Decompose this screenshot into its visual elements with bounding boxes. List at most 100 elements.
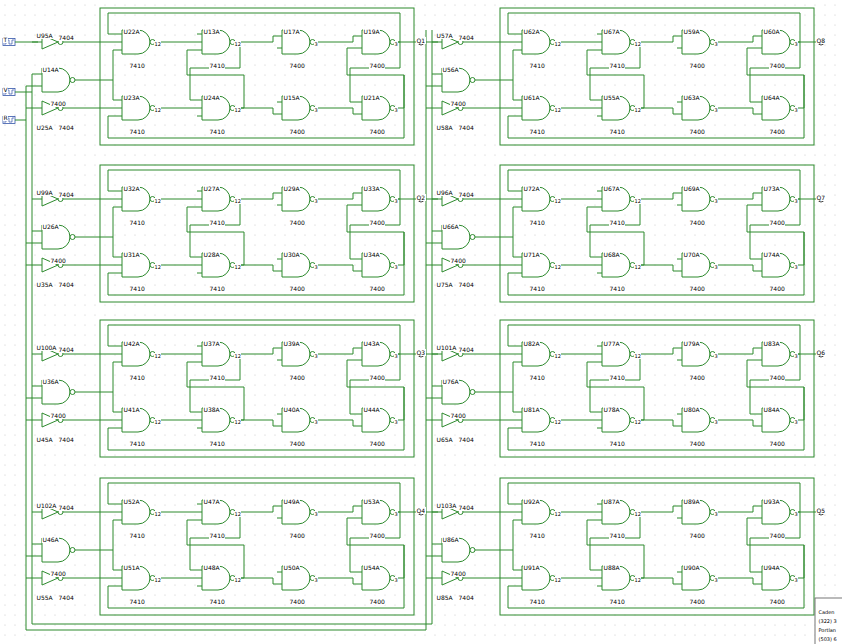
wire [715,420,757,426]
part-name: U19A [363,28,380,35]
part-number: 7404 [58,504,74,511]
wire [315,506,357,512]
wire [432,512,438,513]
wire [32,42,38,43]
input-pin [197,191,202,192]
part-name: U65A [436,436,453,443]
part-number: 7410 [609,219,625,226]
input-pin [757,348,762,349]
part-number: 7410 [609,374,625,381]
part-name: U61A [523,94,540,101]
title-block-text: (322) 3 [818,618,837,624]
part-name-holder: U36A [42,371,59,387]
part-name-holder: U94A [763,557,780,573]
wire [508,387,804,450]
part-number: 7404 [458,34,474,41]
wire [155,42,197,43]
part-number: 7410 [129,128,145,135]
input-pin [357,193,362,194]
wire [108,232,404,295]
bus-wire [32,30,432,624]
wire [395,42,418,43]
wire [587,362,644,420]
part-number: 7410 [209,598,225,605]
inversion-bubble [470,548,475,553]
part-name: U33A [363,185,380,192]
wire [155,199,197,200]
pin-number-holder: 3 [314,33,318,49]
part-number: 7404 [58,281,74,288]
wire [635,578,677,584]
part-name: U21A [363,94,380,101]
part-number-holder: 7400 [689,121,705,137]
part-name-holder: U82A [523,333,540,349]
pin-number-holder: 3 [714,99,718,115]
part-name: U17A [283,28,300,35]
input-pin [597,257,602,258]
part-number-holder: 7410 [529,121,545,137]
input-pin [357,584,362,585]
pin-number-holder: 3 [794,190,798,206]
pin-number: 12 [234,41,241,47]
pin-number-holder: 3 [794,345,798,361]
input-pin [597,199,602,200]
part-name-holder: U55A [603,87,620,103]
wire [235,265,277,271]
part-number: 7410 [129,285,145,292]
wire [235,36,277,42]
part-name: U78A [603,406,620,413]
wire [555,42,597,43]
input-pin [117,570,122,571]
part-name-holder: U53A [363,491,380,507]
wire [108,75,404,138]
input-pin [597,191,602,192]
wire [113,50,117,100]
input-pin [117,362,122,363]
wire [432,354,438,355]
wire [315,108,357,114]
input-pin [757,205,762,206]
part-name: U30A [283,251,300,258]
wire [463,420,517,421]
input-pin [197,116,202,117]
wire [347,360,404,420]
input-pin [517,34,522,35]
wire [715,578,757,584]
pin-number-holder: 3 [314,345,318,361]
part-name: U52A [123,498,140,505]
signal-name: Q8 [816,37,826,44]
pin-number: 12 [154,198,161,204]
pin-number: 3 [714,511,718,517]
part-number-holder: 7410 [129,121,145,137]
part-number: 7410 [529,440,545,447]
input-pin [197,273,202,274]
input-pin [197,420,202,421]
wire [155,354,197,355]
pin-number-holder: 12 [554,503,561,519]
wire [63,354,117,355]
wire [315,348,357,354]
part-name-holder: U96A [436,182,453,198]
inversion-bubble [70,548,75,553]
pin-number: 12 [634,419,641,425]
input-pin [597,50,602,51]
part-name-holder: U45A [36,429,53,445]
input-pin [197,428,202,429]
part-number: 7400 [689,598,705,605]
part-number: 7400 [689,285,705,292]
part-name-holder: U99A [36,182,53,198]
part-number-holder: 7400 [769,591,785,607]
input-pin [197,362,202,363]
pin-number: 3 [394,419,398,425]
input-pin [38,578,42,579]
part-name-holder: U89A [683,491,700,507]
part-name-holder: U72A [523,178,540,194]
wire [113,207,117,257]
part-name-holder: U91A [523,557,540,573]
part-name: U71A [523,251,540,258]
block-frame [500,8,814,145]
part-number-holder: 7400 [450,563,466,579]
part-number-holder: 7400 [289,525,305,541]
part-name: U55A [603,94,620,101]
pin-number: 3 [714,107,718,113]
